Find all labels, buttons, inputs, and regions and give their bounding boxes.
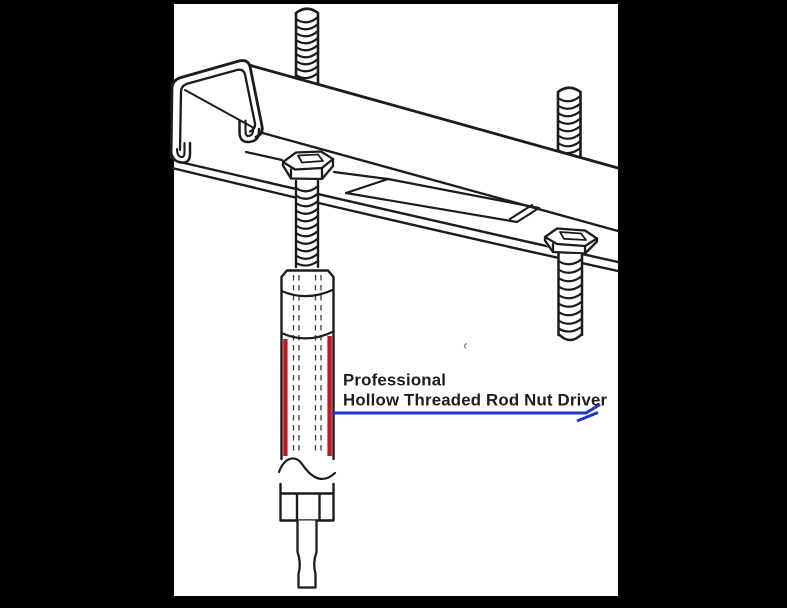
break-symbol [277,457,337,480]
threaded-rod-right-lower [557,252,584,342]
driver-sleeve [280,269,335,461]
hidden-rod-dashed-lines [292,275,322,455]
channel-lip-left [169,141,192,164]
hollow-nut-driver [277,269,337,589]
callout-arrow [332,403,601,423]
channel-top-edge [247,63,620,170]
channel-lip-right [238,119,261,144]
hex-nut-left [281,150,335,181]
channel-slot [344,177,541,224]
threaded-rod-left-upper [294,7,320,85]
channel-far-bottom-edge [257,130,620,233]
threaded-rod-right-upper [556,86,582,158]
channel-end-profile [169,59,264,164]
stray-speck [463,342,468,349]
driver-hex-shank [296,519,318,589]
callout-line1: Professional [343,371,446,390]
threaded-rod-left-lower [294,179,320,269]
hex-nut-right [543,227,599,255]
callout: Professional Hollow Threaded Rod Nut Dri… [332,371,608,423]
driver-hex-bell [279,482,335,522]
callout-line2: Hollow Threaded Rod Nut Driver [343,391,608,410]
driver-highlight-walls [283,336,332,456]
